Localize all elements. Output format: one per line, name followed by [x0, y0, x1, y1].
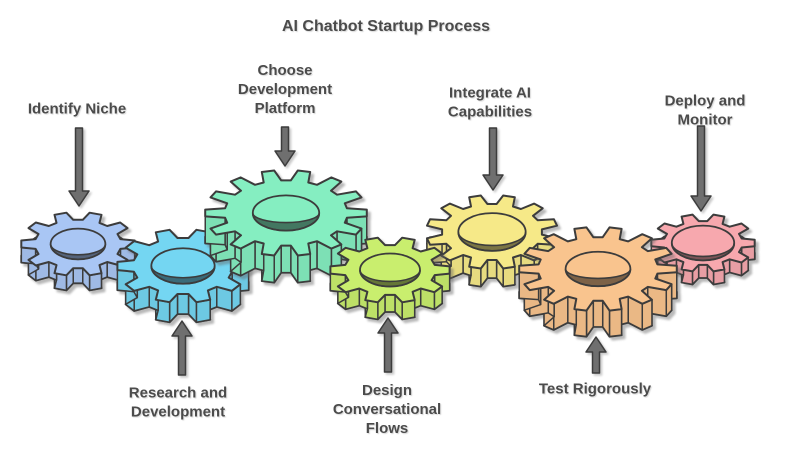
arrow-deploy-and-monitor	[690, 125, 712, 212]
arrow-test-rigorously	[585, 336, 607, 374]
gear-design-conversational-flows	[329, 236, 451, 321]
arrow-identify-niche	[68, 127, 90, 207]
label-choose-development-platform: Choose Development Platform	[237, 61, 333, 117]
arrow-research-and-development	[171, 320, 193, 376]
arrow-design-conversational-flows	[377, 317, 399, 373]
label-design-conversational-flows: Design Conversational Flows	[332, 381, 442, 437]
diagram-title: AI Chatbot Startup Process	[281, 18, 491, 35]
gear-test-rigorously	[518, 226, 678, 338]
label-research-and-development: Research and Development	[128, 384, 228, 420]
label-test-rigorously: Test Rigorously	[538, 380, 652, 398]
label-identify-niche: Identify Niche	[27, 100, 127, 118]
arrow-integrate-ai-capabilities	[482, 127, 504, 191]
label-integrate-ai-capabilities: Integrate AI Capabilities	[447, 84, 533, 120]
arrow-choose-development-platform	[274, 126, 296, 167]
label-deploy-and-monitor: Deploy and Monitor	[664, 92, 746, 128]
